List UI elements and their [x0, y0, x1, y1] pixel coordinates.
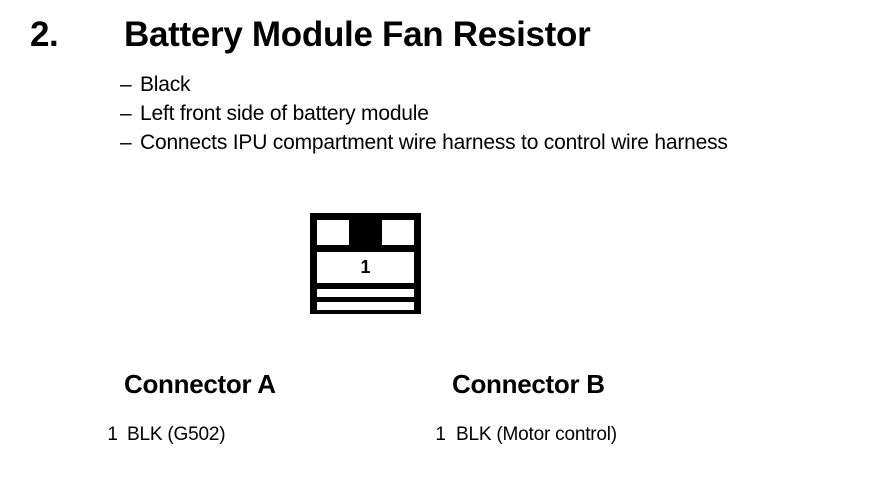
- connector-cavity: 1: [317, 252, 414, 283]
- connector-tables: Connector A 1 BLK (G502) Connector B 1 B…: [0, 368, 880, 458]
- dash-bullet-icon: –: [120, 102, 132, 125]
- list-item-label: Connects IPU compartment wire harness to…: [140, 131, 728, 154]
- table-row: 1 BLK (Motor control): [424, 422, 724, 448]
- connector-symbol-icon: 1: [310, 213, 421, 314]
- dash-bullet-icon: –: [120, 73, 132, 96]
- connector-b-title: Connector B: [452, 369, 605, 399]
- list-item: – Left front side of battery module: [120, 99, 880, 128]
- table-row: 1 BLK (G502): [96, 422, 396, 448]
- item-number: 2.: [30, 15, 59, 54]
- connector-block-b: Connector B 1 BLK (Motor control): [424, 368, 724, 448]
- list-item: – Black: [120, 70, 880, 99]
- pin-description: BLK (G502): [127, 424, 226, 445]
- connector-notch-right: [382, 220, 414, 245]
- connector-pin-number: 1: [360, 257, 371, 277]
- dash-bullet-icon: –: [120, 131, 132, 154]
- page-title: Battery Module Fan Resistor: [124, 15, 591, 54]
- connector-slot-upper: [317, 289, 414, 297]
- list-item-label: Black: [140, 73, 191, 96]
- page-header: 2. Battery Module Fan Resistor: [0, 14, 880, 64]
- connector-block-a: Connector A 1 BLK (G502): [96, 368, 396, 448]
- list-item: – Connects IPU compartment wire harness …: [120, 128, 880, 157]
- connector-notch-left: [317, 220, 349, 245]
- connector-a-title: Connector A: [124, 369, 276, 399]
- pin-id: 1: [107, 424, 118, 445]
- pin-id: 1: [435, 424, 446, 445]
- pin-description: BLK (Motor control): [456, 424, 617, 445]
- connector-slot-lower: [317, 302, 414, 310]
- list-item-label: Left front side of battery module: [140, 102, 429, 125]
- description-list: – Black – Left front side of battery mod…: [120, 70, 880, 157]
